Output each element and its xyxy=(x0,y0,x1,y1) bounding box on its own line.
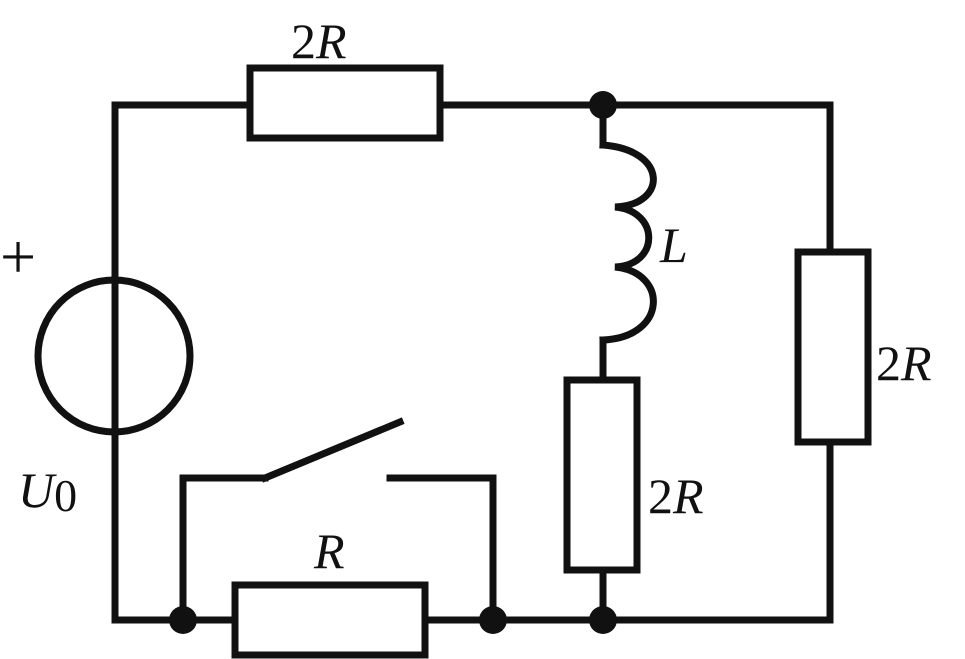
junction-dot-bottom-left xyxy=(169,606,197,634)
inductor-coil xyxy=(599,141,657,344)
wire-right-bottom xyxy=(426,438,834,624)
junction-dot-top xyxy=(589,91,617,119)
bottom-resistor-label: R xyxy=(313,523,345,579)
junction-dot-bottom-right xyxy=(589,606,617,634)
source-polarity-label: + xyxy=(0,221,36,292)
source-label: U0 xyxy=(18,462,77,521)
right-resistor xyxy=(794,248,872,446)
wire-switch-right xyxy=(386,474,497,624)
middle-resistor xyxy=(563,376,641,574)
switch-blade xyxy=(260,417,405,483)
top-resistor xyxy=(246,64,444,142)
top-resistor-label: 2R xyxy=(291,13,347,69)
inductor-label: L xyxy=(659,217,688,273)
junctions xyxy=(169,91,617,634)
junction-dot-bottom-center xyxy=(479,606,507,634)
right-resistor-label: 2R xyxy=(876,335,932,391)
wire-top-right xyxy=(436,101,834,256)
wires xyxy=(111,101,834,624)
wire-left-top xyxy=(111,101,254,624)
wire-switch-left xyxy=(179,474,269,624)
middle-resistor-label: 2R xyxy=(648,468,704,524)
bottom-resistor xyxy=(231,581,429,659)
